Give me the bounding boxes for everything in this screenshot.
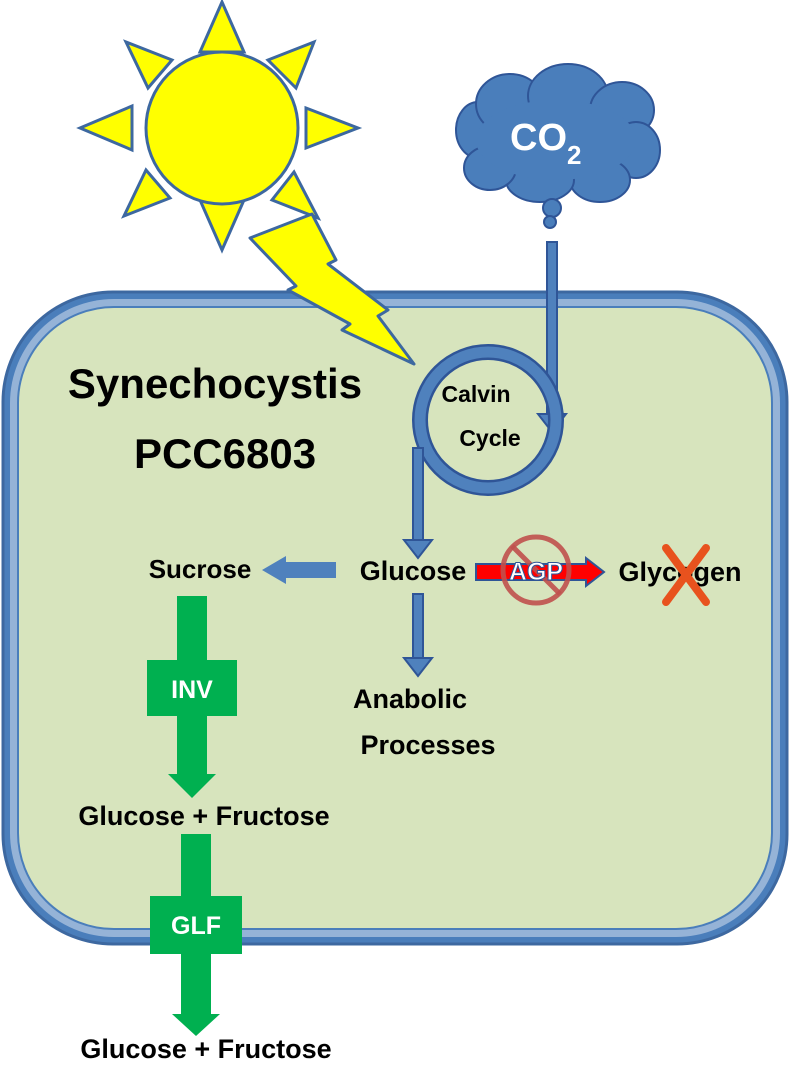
inv-label: INV [171,676,213,704]
cloud-bubble [543,215,557,229]
sun-ray [269,169,322,221]
glf-export-arrow: GLF [150,834,242,1036]
glucose-label: Glucose [360,556,467,586]
sun-ray [197,0,247,54]
glucose-to-sucrose-arrow [262,556,336,584]
co2-label: CO2 [510,117,581,170]
arrow-head [401,539,435,560]
anabolic-label-line2: Processes [360,730,495,760]
calvin-cycle-label-line1: Calvin [441,381,510,407]
arrow-shaft [412,593,424,661]
sun-ray [123,39,175,91]
sun-icon [76,0,363,254]
calvin-to-glucose-arrow [401,447,435,560]
sun-ray [265,39,317,91]
glf-label: GLF [171,912,221,940]
sun-ray [121,167,173,219]
glucose-fructose-inner-label: Glucose + Fructose [78,801,329,831]
sun-disc [144,50,300,206]
calvin-cycle: Calvin Cycle [412,344,564,496]
arrow-shaft [412,447,424,543]
organism-name-line2: PCC6803 [134,430,316,477]
sucrose-to-glucose-fructose-arrow: INV [147,596,237,798]
blocked-x-icon [662,544,710,606]
sun-ray [76,103,134,153]
arrow-head [168,774,216,798]
calvin-cycle-label-line2: Cycle [459,425,520,451]
sun-ray [197,198,247,254]
agp-label: AGP [509,558,563,586]
agp-knockout: AGP [500,534,572,606]
lightning-bolt-icon [248,212,416,366]
anabolic-label-line1: Anabolic [353,684,467,714]
glucose-to-anabolic-arrow [401,593,435,678]
inv-enzyme-box [147,660,237,716]
glucose-fructose-outer-label: Glucose + Fructose [80,1034,331,1064]
sun-ray [304,105,363,151]
prohibited-slash [510,544,562,596]
arrow-head [401,657,435,678]
cloud-bubble [542,198,562,218]
organism-name-line1: Synechocystis [68,360,362,407]
arrow-head [172,1014,220,1036]
arrow [262,556,336,584]
sucrose-label: Sucrose [149,554,252,584]
co2-cloud-icon [455,63,661,229]
cloud-core [476,100,636,180]
glf-enzyme-box [150,896,242,954]
prohibited-circle [500,534,572,606]
calvin-cycle-ring-inner [414,346,562,494]
